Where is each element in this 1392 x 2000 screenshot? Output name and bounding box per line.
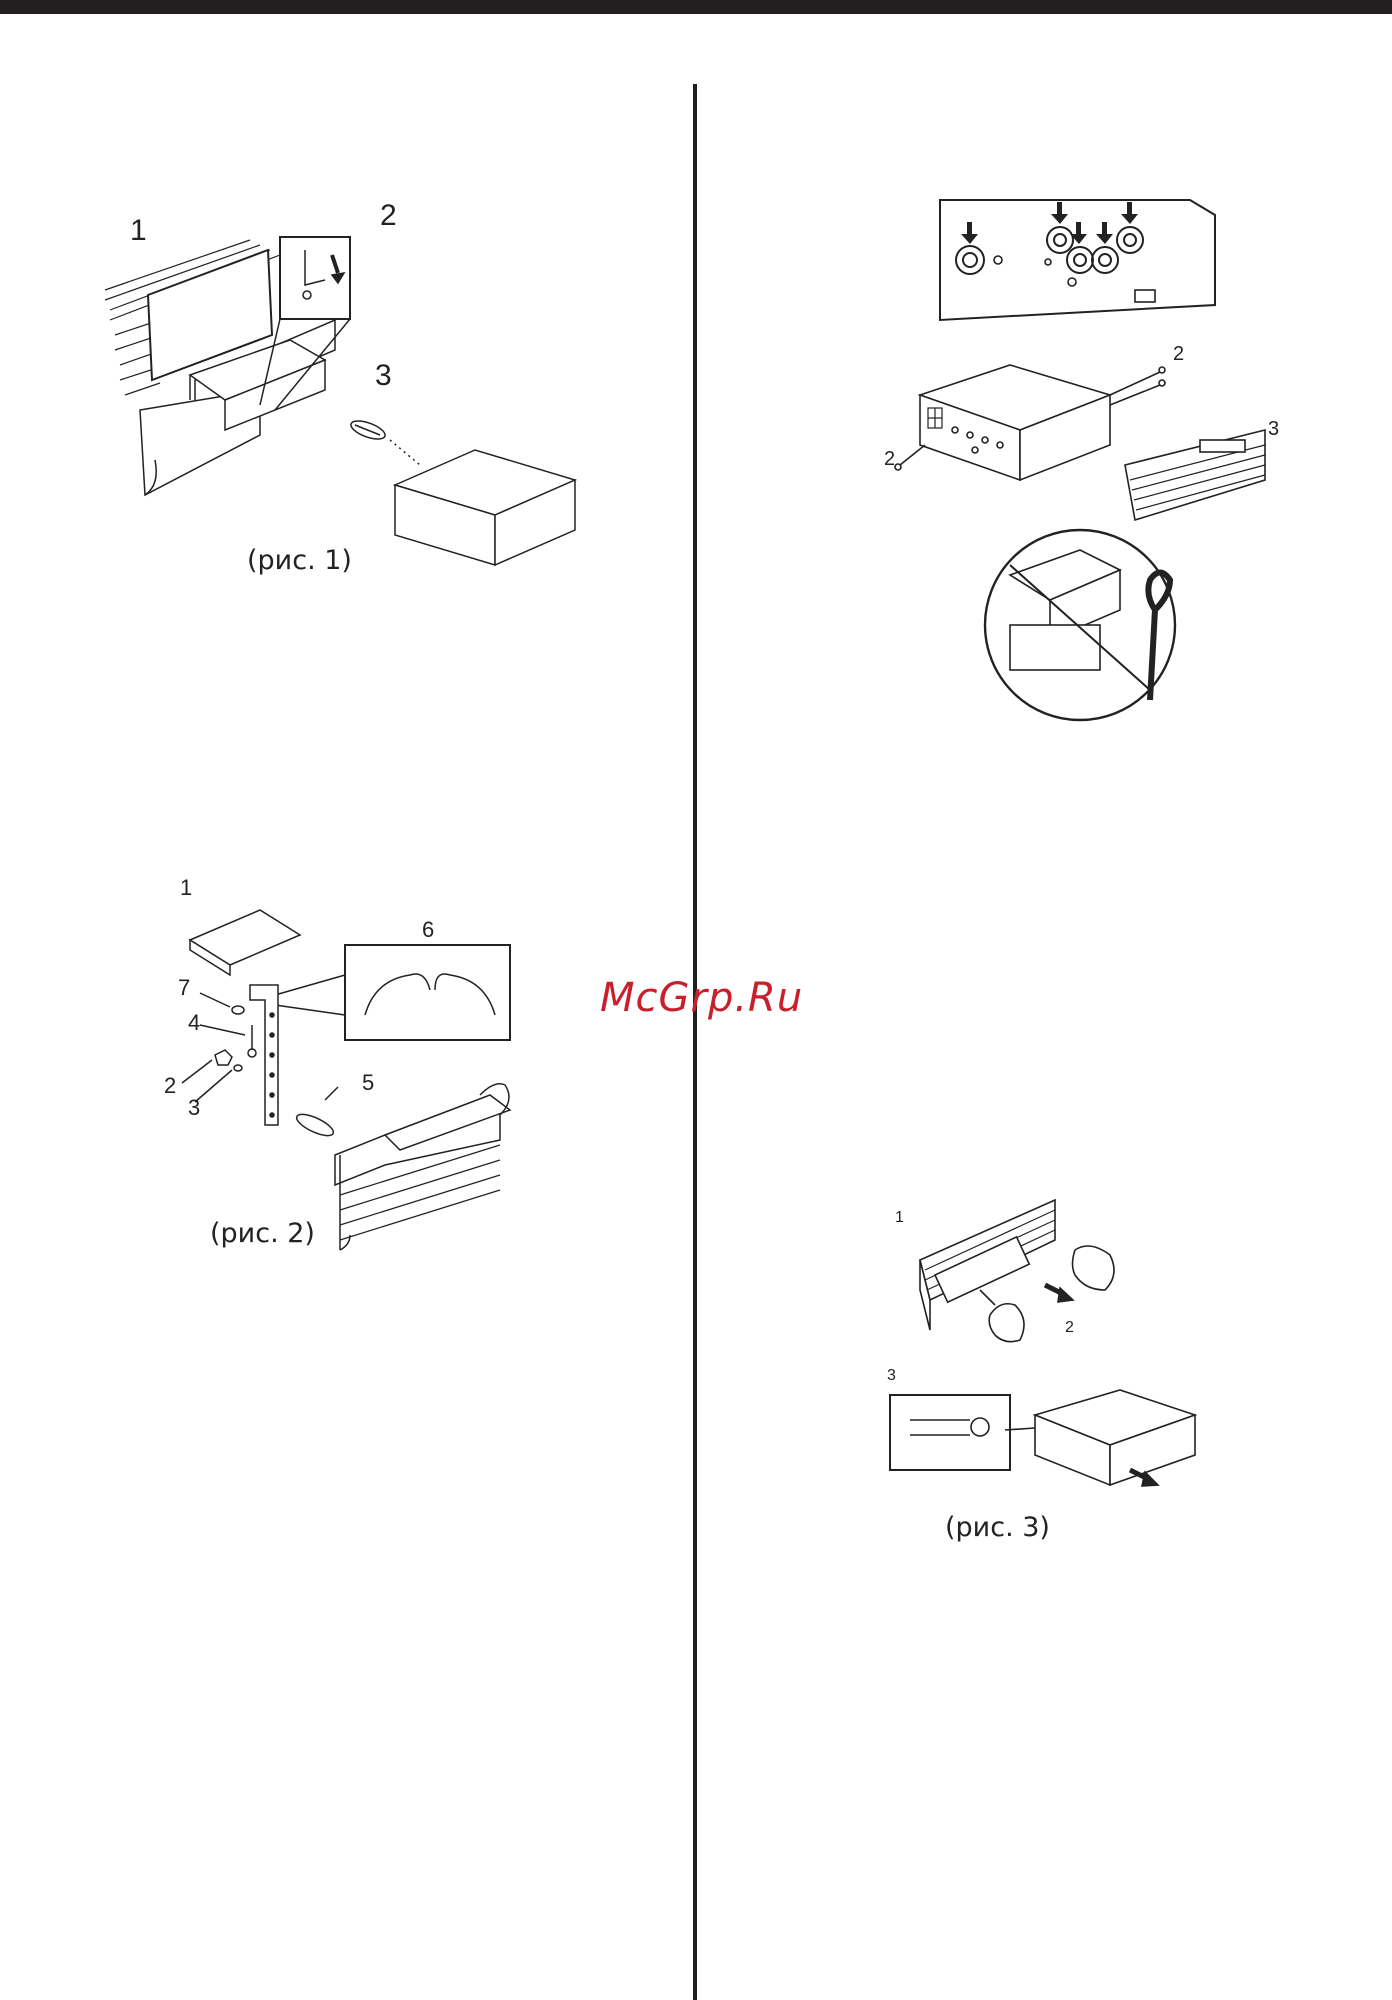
column-divider	[693, 84, 697, 2000]
figure-3-caption: (рис. 3)	[945, 1512, 1050, 1543]
fig3-label-1: 1	[895, 1209, 904, 1226]
connectors-figure-illustration: 2 2 3	[870, 190, 1290, 735]
fig2-label-3: 3	[188, 1095, 200, 1120]
connectors-label-2-left: 2	[884, 448, 895, 470]
fig2-label-6: 6	[422, 917, 434, 942]
fig3-label-3: 3	[887, 1367, 896, 1384]
figure-2-caption: (рис. 2)	[210, 1218, 315, 1249]
fig1-label-2: 2	[380, 199, 397, 232]
figure-2-illustration: 1 6 7 4 2 3 5	[160, 865, 540, 1255]
connectors-label-2-right: 2	[1173, 343, 1184, 365]
top-bar	[0, 0, 1392, 14]
fig2-label-2: 2	[164, 1073, 176, 1098]
connectors-label-3: 3	[1268, 418, 1279, 440]
fig3-label-2: 2	[1065, 1319, 1074, 1336]
fig2-label-1: 1	[180, 875, 192, 900]
fig2-label-5: 5	[362, 1070, 374, 1095]
figure-3-illustration: 1 2 3	[875, 1180, 1245, 1510]
watermark: McGrp.Ru	[600, 975, 803, 1021]
fig1-label-1: 1	[130, 214, 147, 247]
figure-1-illustration: 1 2 3	[100, 195, 590, 575]
fig2-label-4: 4	[188, 1010, 200, 1035]
fig2-label-7: 7	[178, 975, 190, 1000]
fig1-label-3: 3	[375, 359, 392, 392]
figure-1-caption: (рис. 1)	[247, 545, 352, 576]
